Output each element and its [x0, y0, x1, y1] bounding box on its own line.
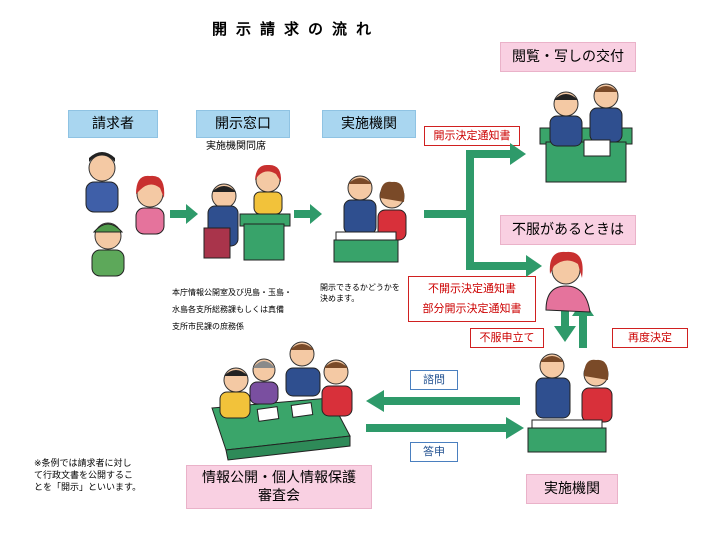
window-box: 開示窓口	[196, 110, 290, 138]
arrow-branch	[424, 143, 542, 277]
arrow-report	[366, 417, 524, 439]
partial-disclosure-notice: 部分開示決定通知書	[422, 302, 522, 315]
non-disclosure-notice: 不開示決定通知書	[428, 282, 516, 295]
agency-description: 開示できるかどうかを 決めます。	[320, 282, 400, 304]
non-disclosure-notice-box: 不開示決定通知書 部分開示決定通知書	[408, 276, 536, 322]
agency-bottom-illustration	[527, 353, 613, 453]
consult-label: 諮問	[410, 370, 458, 390]
footnote-line-2: て行政文書を公開するこ	[34, 471, 134, 481]
window-counter-illustration	[203, 164, 291, 261]
footnote-line-3: とを「開示」といいます。	[34, 483, 142, 493]
objection-person-illustration	[545, 251, 591, 313]
disclosure-decision-notice: 開示決定通知書	[424, 126, 520, 146]
redecision-label: 再度決定	[612, 328, 688, 348]
window-desc-line-1: 本庁情報公開室及び児島・玉島・	[172, 288, 292, 297]
agency-desc-line-1: 開示できるかどうかを	[320, 283, 400, 292]
arrow-requester-to-window	[170, 204, 198, 224]
agency-desc-line-2: 決めます。	[320, 294, 360, 303]
page-title: 開示請求の流れ	[212, 20, 381, 38]
agency-top-illustration	[333, 175, 407, 263]
window-subtitle: 実施機関同席	[206, 141, 266, 152]
footnote: ※条例では請求者に対し て行政文書を公開するこ とを「開示」といいます。	[34, 458, 141, 494]
council-box: 情報公開・個人情報保護 審査会	[186, 465, 372, 509]
council-meeting-illustration	[211, 341, 353, 461]
agency-top-box: 実施機関	[322, 110, 416, 138]
window-description: 本庁情報公開室及び児島・玉島・ 水島各支所総務課もしくは真備 支所市民課の庶務係	[172, 284, 292, 335]
viewing-copy-box: 閲覧・写しの交付	[500, 42, 636, 72]
report-label: 答申	[410, 442, 458, 462]
viewing-copy-illustration	[539, 83, 633, 183]
arrow-window-to-agency	[294, 204, 322, 224]
window-desc-line-3: 支所市民課の庶務係	[172, 322, 244, 331]
requester-illustration	[85, 152, 165, 277]
footnote-line-1: ※条例では請求者に対し	[34, 459, 132, 469]
objection-box: 不服があるときは	[500, 215, 636, 245]
appeal-label: 不服申立て	[470, 328, 544, 348]
council-line-1: 情報公開・個人情報保護	[202, 470, 356, 486]
window-desc-line-2: 水島各支所総務課もしくは真備	[172, 305, 284, 314]
agency-bottom-box: 実施機関	[526, 474, 618, 504]
council-line-2: 審査会	[258, 488, 300, 504]
requester-box: 請求者	[68, 110, 158, 138]
arrow-consult	[366, 390, 520, 412]
